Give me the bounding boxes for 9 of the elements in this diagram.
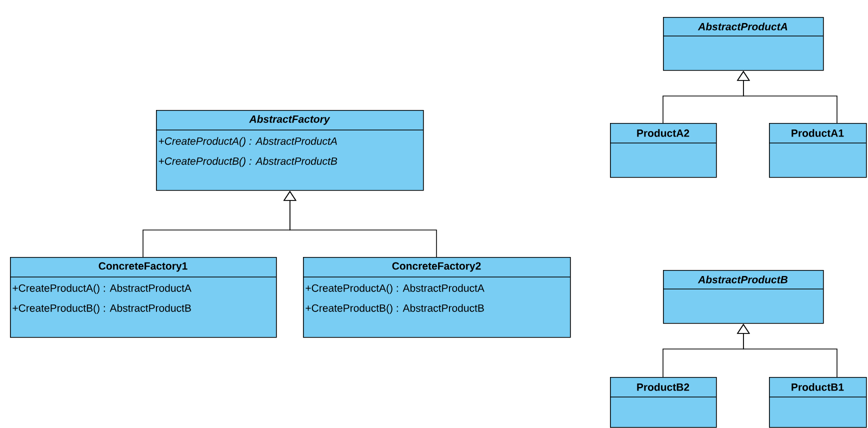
class-box: ProductB1 xyxy=(768,377,867,428)
class-box: AbstractProductB xyxy=(662,270,824,324)
class-box: AbstractFactory +CreateProductA() : AbstractProductA +CreateProductB() : AbstractProductB xyxy=(156,110,424,191)
class-box: ProductA2 xyxy=(610,123,717,178)
class-box: ConcreteFactory2 +CreateProductA() : AbstractProductA +CreateProductB() : AbstractProductB xyxy=(302,257,571,338)
class-box: ProductB2 xyxy=(610,377,717,428)
class-box: AbstractProductA xyxy=(662,17,824,71)
class-box: ConcreteFactory1 +CreateProductA() : AbstractProductA +CreateProductB() : AbstractProductB xyxy=(10,257,277,338)
class-box: ProductA1 xyxy=(768,123,867,178)
